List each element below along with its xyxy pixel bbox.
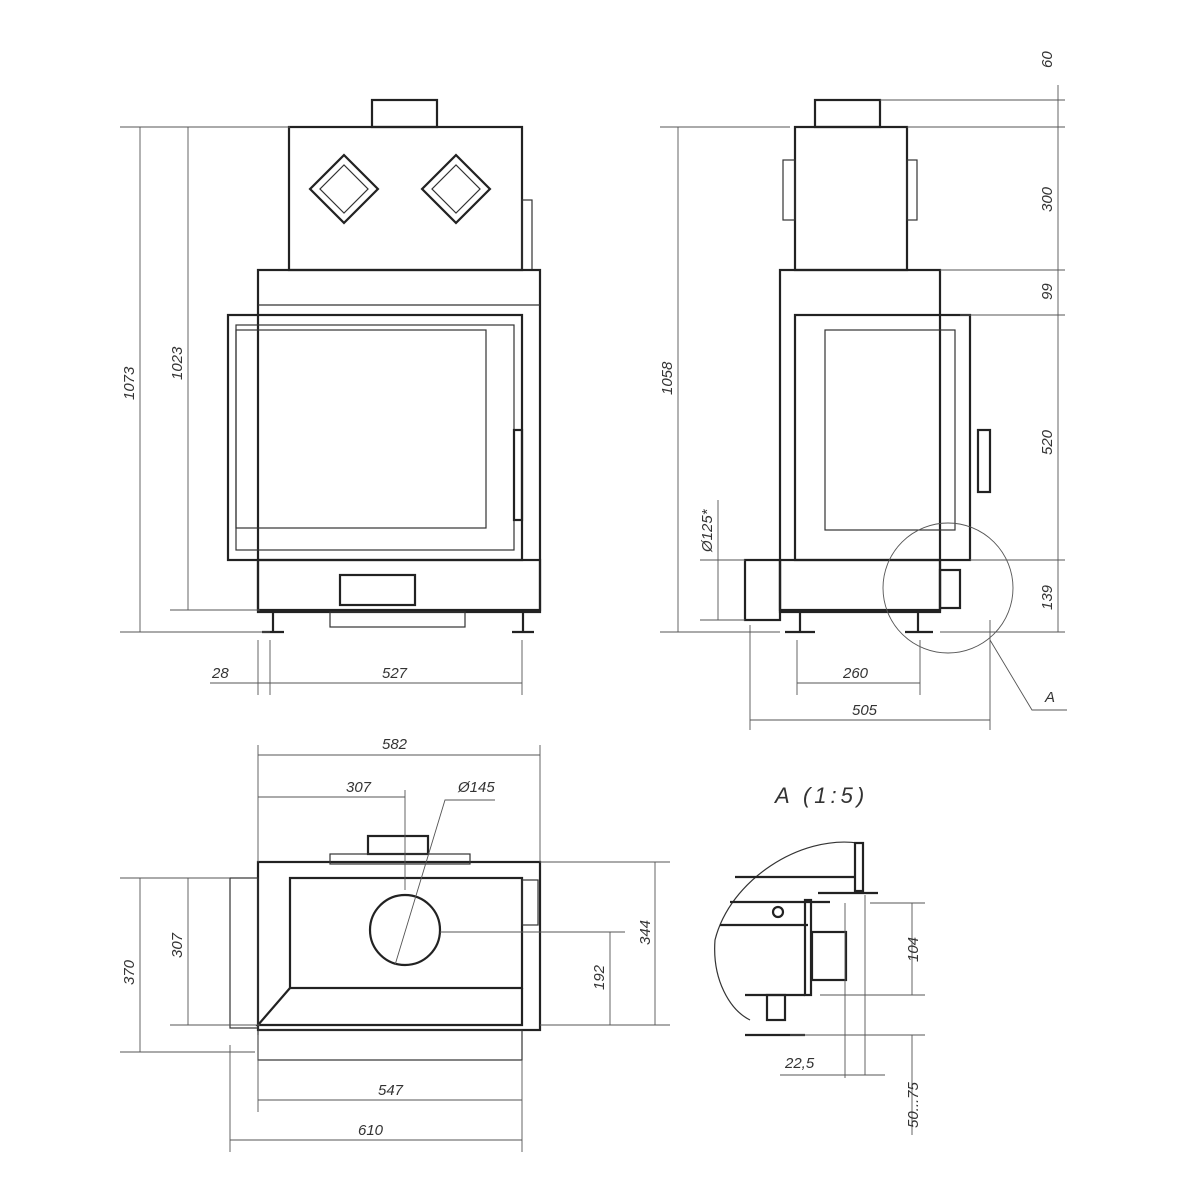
air-control-right-icon xyxy=(420,153,492,225)
dim-260: 260 xyxy=(842,665,869,682)
dim-flue-125: Ø125* xyxy=(699,508,716,553)
detail-a-circle xyxy=(882,522,1014,654)
dim-22-5: 22,5 xyxy=(784,1055,815,1072)
dim-610: 610 xyxy=(358,1122,384,1139)
dim-527: 527 xyxy=(382,665,408,682)
air-control-left-icon xyxy=(308,153,380,225)
detail-a-view: A (1:5) 104 22,5 50...75 xyxy=(714,783,925,1135)
dim-flue-145: Ø145 xyxy=(457,779,495,796)
dim-192: 192 xyxy=(591,964,608,990)
dim-139: 139 xyxy=(1039,584,1056,610)
dim-582: 582 xyxy=(382,736,408,753)
dim-60: 60 xyxy=(1039,51,1056,68)
dim-505: 505 xyxy=(852,702,878,719)
dim-370: 370 xyxy=(121,959,138,985)
dim-1058: 1058 xyxy=(659,361,676,395)
dim-300: 300 xyxy=(1039,186,1056,212)
dim-1073: 1073 xyxy=(121,366,138,400)
dim-1023: 1023 xyxy=(169,346,186,380)
dim-99: 99 xyxy=(1039,283,1056,300)
top-view: 582 307 Ø145 370 307 344 192 547 610 xyxy=(120,736,670,1152)
dim-547: 547 xyxy=(378,1082,404,1099)
dim-307-top: 307 xyxy=(346,779,372,796)
dim-28: 28 xyxy=(211,665,229,682)
front-view: 1073 1023 28 527 xyxy=(120,98,542,695)
dim-104: 104 xyxy=(905,937,922,962)
detail-marker-a: A xyxy=(1044,689,1055,706)
detail-title: A (1:5) xyxy=(773,783,868,808)
dim-50-75: 50...75 xyxy=(905,1081,922,1128)
dim-307-left: 307 xyxy=(169,932,186,958)
dim-344: 344 xyxy=(637,920,654,945)
side-view: A 60 300 99 520 139 1058 Ø125* 260 505 xyxy=(659,51,1067,730)
dim-520: 520 xyxy=(1039,429,1056,455)
